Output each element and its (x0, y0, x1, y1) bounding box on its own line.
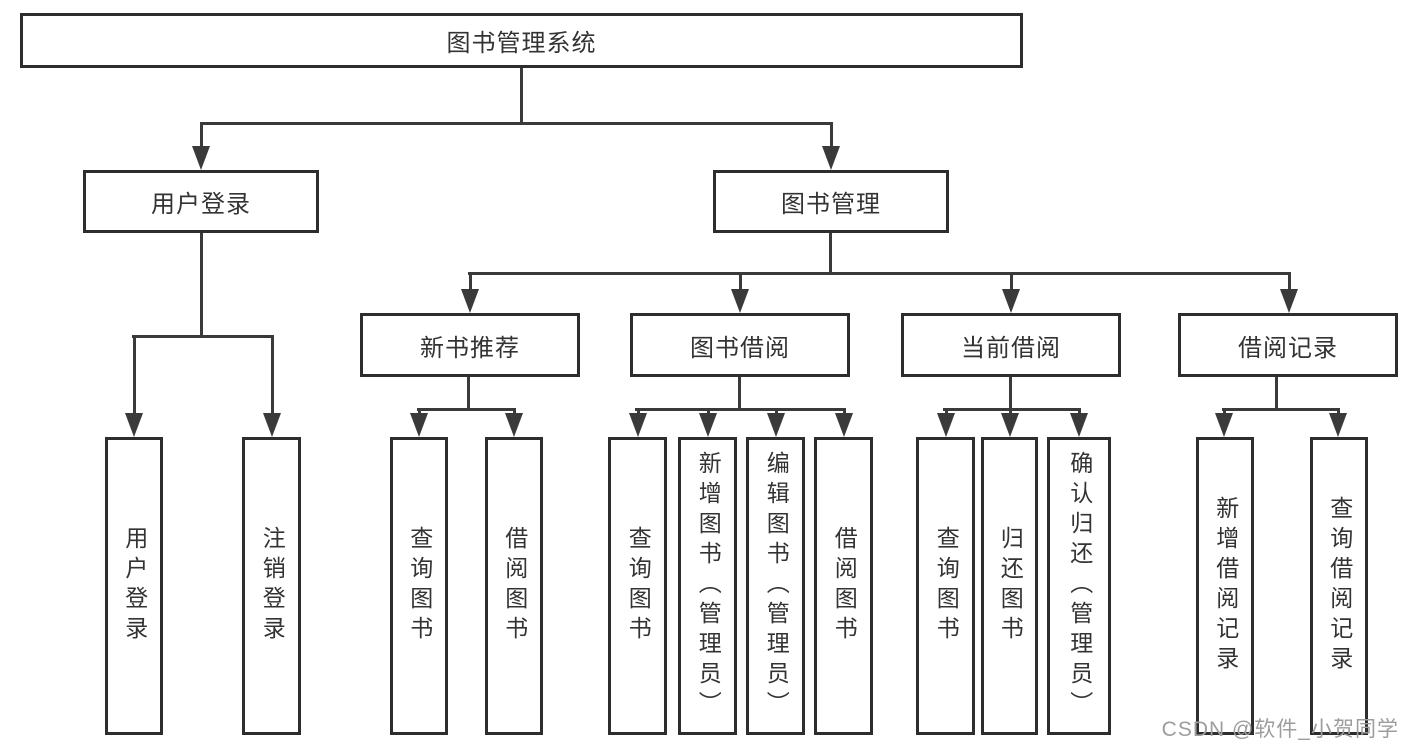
leaf-add-book-admin-label: 新增图书（管理员） (695, 451, 722, 721)
arrow-down (937, 413, 955, 437)
arrow-down (731, 289, 749, 313)
leaf-newbook-borrow-book: 借阅图书 (485, 437, 543, 735)
arrow-down (1070, 413, 1088, 437)
connector-newbook-trunk (467, 377, 470, 411)
node-current-borrowing: 当前借阅 (901, 313, 1121, 377)
node-new-book-recommend-label: 新书推荐 (420, 334, 520, 362)
node-new-book-recommend: 新书推荐 (360, 313, 580, 377)
connector-g3-stub-1 (637, 408, 640, 417)
connector-l3-branch (468, 272, 1290, 275)
arrow-down (461, 289, 479, 313)
connector-l3-stub-4 (1288, 272, 1291, 293)
connector-g4-stub-2 (1009, 408, 1012, 417)
leaf-user-login: 用户登录 (105, 437, 163, 735)
leaf-newbook-borrow-book-label: 借阅图书 (501, 526, 528, 646)
leaf-borrow-book-label: 借阅图书 (831, 526, 858, 646)
leaf-logout-label: 注销登录 (259, 526, 286, 646)
leaf-add-book-admin: 新增图书（管理员） (678, 437, 737, 735)
arrow-down (263, 413, 281, 437)
node-borrowing-records-label: 借阅记录 (1238, 334, 1338, 362)
leaf-edit-book-admin-label: 编辑图书（管理员） (763, 451, 790, 721)
arrow-down (822, 146, 840, 170)
arrow-down (1329, 413, 1347, 437)
leaf-current-query-book: 查询图书 (916, 437, 975, 735)
watermark: CSDN @软件_小贺同学 (1161, 718, 1399, 741)
leaf-query-borrow-record-label: 查询借阅记录 (1326, 496, 1353, 676)
connector-g3-branch (635, 408, 846, 411)
arrow-down (125, 413, 143, 437)
leaf-newbook-query-book-label: 查询图书 (406, 526, 433, 646)
leaf-add-borrow-record: 新增借阅记录 (1196, 437, 1254, 735)
connector-g5-stub-1 (1223, 408, 1226, 417)
leaf-query-borrow-record: 查询借阅记录 (1310, 437, 1368, 735)
leaf-user-login-label: 用户登录 (121, 526, 148, 646)
connector-records-trunk (1275, 377, 1278, 411)
connector-l3-stub-3 (1010, 272, 1013, 293)
connector-g1-branch (132, 335, 274, 338)
leaf-borrow-query-book-label: 查询图书 (625, 526, 652, 646)
connector-g3-stub-3 (775, 408, 778, 417)
connector-g2-branch (417, 408, 516, 411)
node-book-management: 图书管理 (713, 170, 949, 233)
node-book-borrowing-label: 图书借阅 (690, 334, 790, 362)
connector-bookmgmt-trunk (829, 233, 832, 274)
leaf-return-book: 归还图书 (981, 437, 1038, 735)
leaf-borrow-query-book: 查询图书 (608, 437, 667, 735)
arrow-down (835, 413, 853, 437)
arrow-down (699, 413, 717, 437)
leaf-edit-book-admin: 编辑图书（管理员） (746, 437, 805, 735)
leaf-newbook-query-book: 查询图书 (390, 437, 448, 735)
node-current-borrowing-label: 当前借阅 (961, 334, 1061, 362)
connector-g4-stub-3 (1078, 408, 1081, 417)
arrow-down (1215, 413, 1233, 437)
node-user-login-label: 用户登录 (151, 191, 251, 218)
leaf-add-borrow-record-label: 新增借阅记录 (1212, 496, 1239, 676)
connector-current-trunk (1009, 377, 1012, 411)
arrow-down (505, 413, 523, 437)
arrow-down (629, 413, 647, 437)
node-book-management-label: 图书管理 (781, 191, 881, 218)
arrow-down (1002, 289, 1020, 313)
arrow-down (192, 146, 210, 170)
connector-l2-branch (200, 122, 831, 125)
connector-l2-stub-right (830, 122, 833, 150)
connector-l3-stub-2 (739, 272, 742, 293)
arrow-down (767, 413, 785, 437)
leaf-confirm-return-admin-label: 确认归还（管理员） (1066, 451, 1093, 721)
connector-borrow-trunk (738, 377, 741, 411)
arrow-down (1280, 289, 1298, 313)
leaf-return-book-label: 归还图书 (997, 526, 1024, 646)
connector-g1-stub-1 (133, 335, 136, 417)
leaf-logout: 注销登录 (242, 437, 301, 735)
connector-userlogin-trunk (200, 233, 203, 335)
leaf-confirm-return-admin: 确认归还（管理员） (1047, 437, 1111, 735)
connector-l2-stub-left (200, 122, 203, 150)
connector-g4-stub-1 (945, 408, 948, 417)
connector-l3-stub-1 (469, 272, 472, 293)
connector-g4-branch (943, 408, 1081, 411)
node-user-login: 用户登录 (83, 170, 319, 233)
connector-g2-stub-1 (418, 408, 421, 417)
connector-g5-stub-2 (1337, 408, 1340, 417)
arrow-down (410, 413, 428, 437)
leaf-current-query-book-label: 查询图书 (933, 526, 960, 646)
connector-g5-branch (1222, 408, 1340, 411)
node-borrowing-records: 借阅记录 (1178, 313, 1398, 377)
node-library-system: 图书管理系统 (20, 13, 1023, 68)
connector-g2-stub-2 (513, 408, 516, 417)
connector-g3-stub-4 (843, 408, 846, 417)
leaf-borrow-book: 借阅图书 (814, 437, 873, 735)
arrow-down (1001, 413, 1019, 437)
node-library-system-label: 图书管理系统 (446, 30, 597, 57)
connector-g3-stub-2 (707, 408, 710, 417)
node-book-borrowing: 图书借阅 (630, 313, 850, 377)
connector-root-trunk (520, 68, 523, 124)
connector-g1-stub-2 (271, 335, 274, 417)
